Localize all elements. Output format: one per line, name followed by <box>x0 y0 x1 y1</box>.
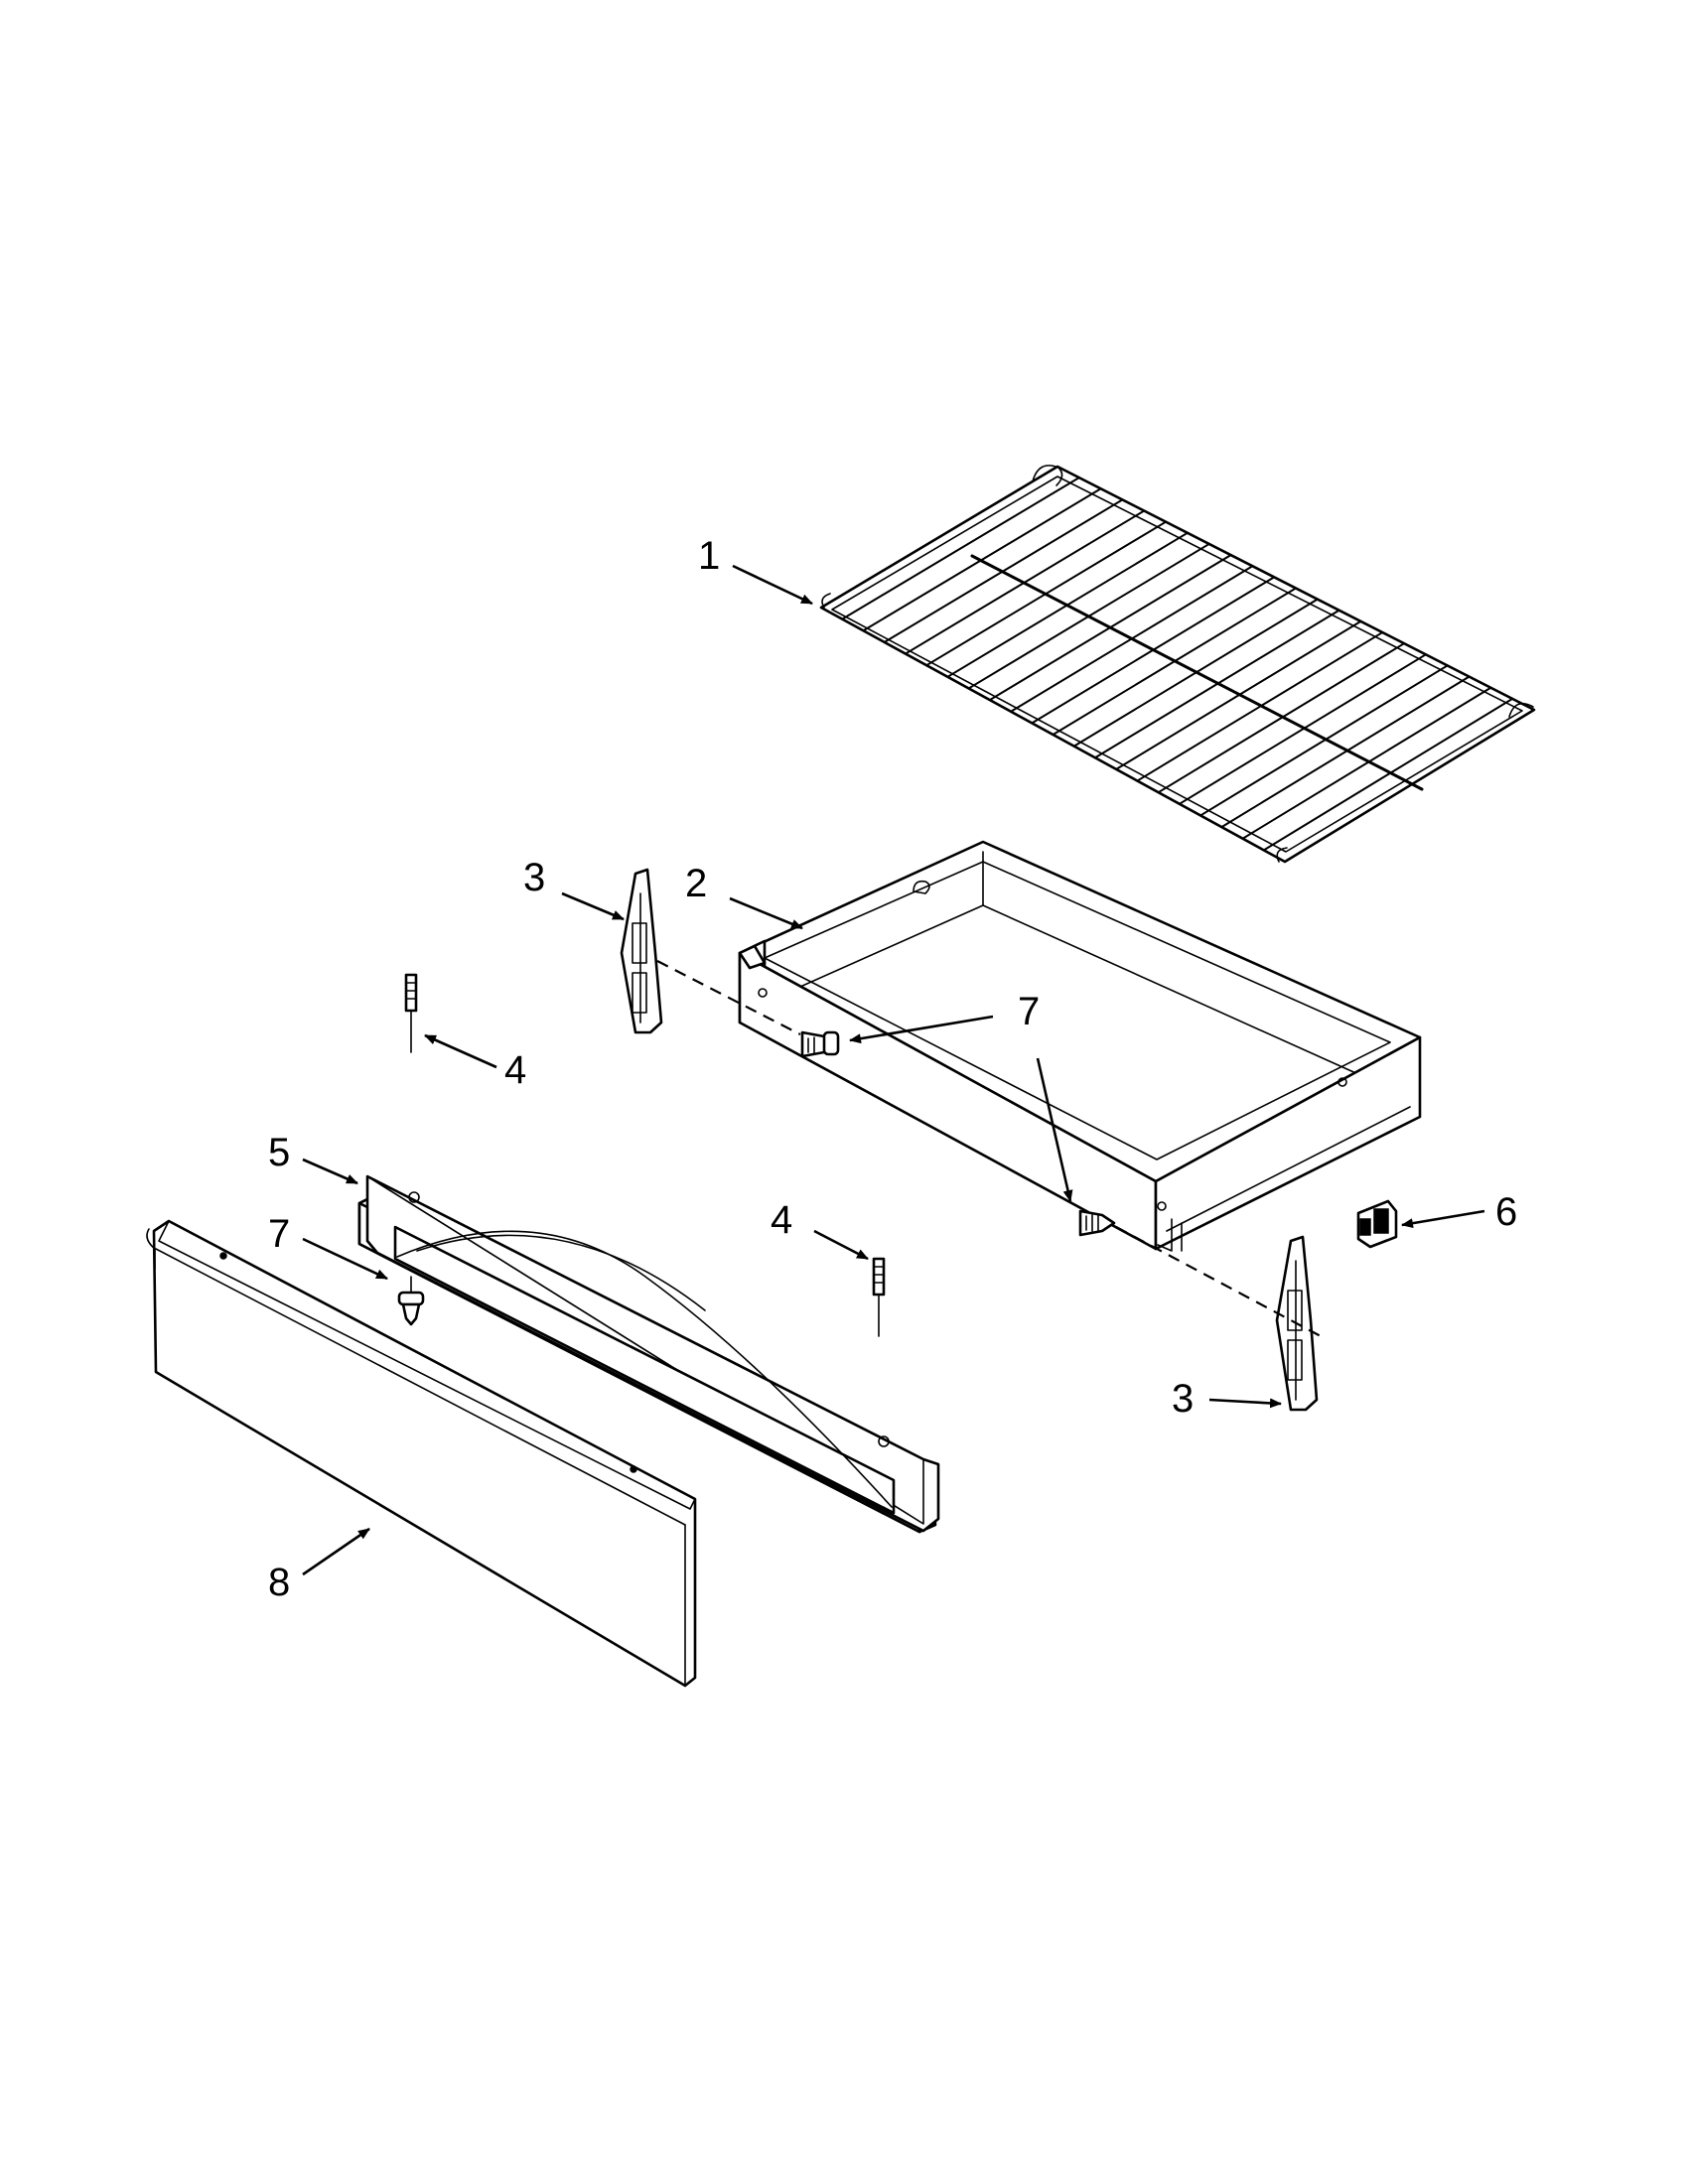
screw-panel <box>397 1276 425 1326</box>
rack-wire <box>841 477 1080 620</box>
leader-arrows <box>302 564 1485 1576</box>
callout-labels: 1 2 3 3 4 4 5 6 7 7 8 <box>268 534 1517 1604</box>
callout-4-right: 4 <box>771 1198 792 1242</box>
rack-wire <box>1241 686 1492 840</box>
callout-7-drawer: 7 <box>1018 990 1040 1033</box>
stud-left <box>404 973 418 1053</box>
rack-wire <box>1199 664 1449 817</box>
callout-1: 1 <box>698 534 720 578</box>
callout-5: 5 <box>268 1131 290 1174</box>
trim-panel <box>146 1219 697 1688</box>
callout-3-left: 3 <box>523 856 545 899</box>
callout-3-right: 3 <box>1172 1377 1194 1421</box>
oven-rack <box>819 465 1536 864</box>
drawer-front-panel <box>357 1174 940 1534</box>
callout-8: 8 <box>268 1561 290 1604</box>
rack-wire <box>1220 675 1471 829</box>
callout-6: 6 <box>1495 1190 1517 1234</box>
screw-drawer-right <box>1078 1209 1116 1237</box>
callout-7-panel: 7 <box>268 1212 290 1256</box>
rack-wire <box>1262 697 1514 852</box>
rack-wire <box>1178 653 1427 805</box>
drawer-clip <box>1356 1199 1398 1249</box>
drawer-pan <box>738 840 1422 1252</box>
callout-4-left: 4 <box>504 1048 526 1092</box>
callout-2: 2 <box>685 862 707 905</box>
slide-bracket-left <box>620 868 663 1034</box>
stud-right <box>872 1257 886 1337</box>
alignment-line-left <box>656 960 801 1035</box>
screw-drawer-left <box>800 1030 840 1058</box>
